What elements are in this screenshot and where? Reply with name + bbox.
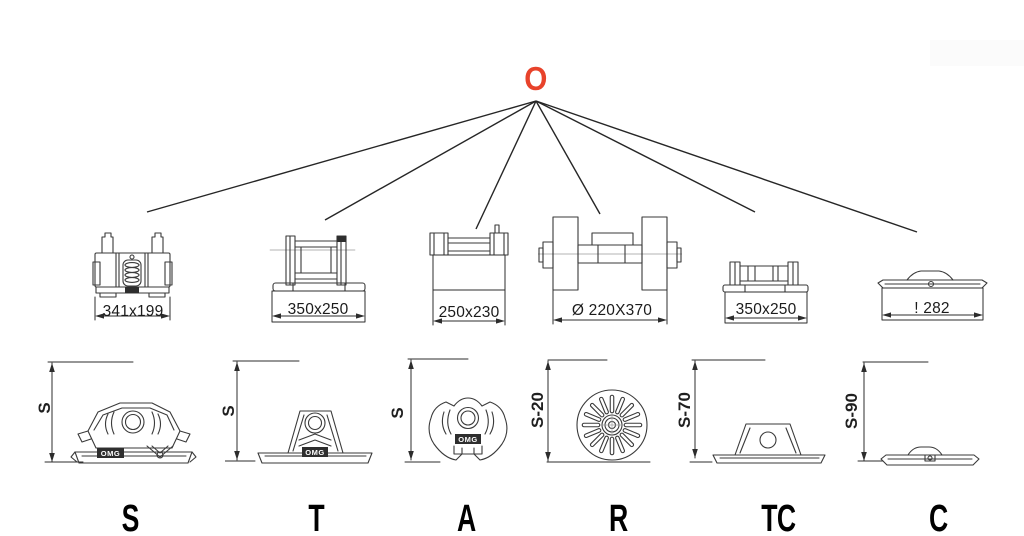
connector-line — [324, 100, 537, 221]
bolt-hole — [304, 412, 326, 434]
wheel — [576, 389, 648, 461]
height-dimension — [44, 361, 134, 463]
wheel-spokes — [584, 394, 640, 453]
pad-body — [712, 423, 826, 464]
base-plate — [722, 284, 809, 293]
dimension-label-c: ! 282 — [914, 300, 950, 317]
height-label-s: S — [35, 402, 54, 414]
dimension-label-r: Ø 220X370 — [571, 302, 653, 319]
height-dimension — [545, 359, 651, 463]
connector-line — [535, 100, 756, 213]
root-node-label: O — [524, 60, 548, 97]
connector-line — [535, 100, 918, 233]
height-label-tc: S-70 — [675, 392, 694, 428]
dimension-lines — [94, 296, 171, 321]
product-top-view-r — [538, 216, 682, 325]
shell-body: OMG — [428, 397, 508, 461]
product-side-view-t: OMG — [225, 360, 373, 464]
roller-assembly — [269, 235, 356, 286]
product-code-s: S — [121, 498, 139, 536]
product-code-a: A — [456, 498, 476, 536]
dimension-label-a: 250x230 — [438, 304, 500, 321]
product-side-view-r — [545, 359, 651, 463]
watermark — [930, 40, 1024, 66]
omg-logo-text: OMG — [101, 449, 120, 458]
dimension-lines — [432, 254, 506, 326]
height-dimension — [404, 358, 469, 463]
omg-logo-text: OMG — [458, 435, 477, 444]
product-top-view-c — [877, 270, 988, 321]
dimension-lines — [724, 291, 808, 324]
product-side-view-s: OMG — [44, 361, 197, 464]
height-dimension — [225, 360, 300, 462]
product-top-view-t — [269, 235, 366, 323]
height-label-a: S — [388, 407, 407, 419]
tower-body: OMG — [257, 410, 373, 464]
base-plate — [272, 282, 366, 292]
roller-assembly — [729, 261, 799, 286]
product-code-c: C — [928, 498, 948, 536]
bracket-body: OMG — [70, 402, 197, 464]
height-dimension — [689, 359, 766, 463]
wheels-and-axle — [538, 216, 682, 291]
height-label-r: S-20 — [528, 392, 547, 428]
product-code-t: T — [308, 498, 324, 536]
dimension-lines — [552, 289, 668, 325]
connector-line — [535, 100, 601, 215]
dimension-label-s: 341x199 — [102, 303, 164, 320]
logo-badge — [97, 448, 124, 458]
bolt-hole — [759, 431, 777, 449]
dimension-lines — [881, 287, 984, 321]
bolt-hole — [121, 410, 145, 434]
logo-badge — [302, 447, 328, 457]
product-side-view-c — [857, 361, 980, 466]
height-dimension — [857, 361, 929, 462]
end-posts — [429, 224, 509, 256]
connector-line — [475, 100, 537, 230]
logo-badge — [455, 434, 481, 444]
flat-bracket — [877, 270, 988, 289]
height-label-t: S — [219, 405, 238, 417]
dimension-label-t: 350x250 — [287, 301, 349, 318]
product-code-tc: TC — [760, 498, 796, 536]
product-side-view-tc — [689, 359, 826, 464]
low-profile-body — [880, 446, 980, 466]
connector-line — [146, 100, 537, 213]
bolt-hole — [456, 406, 480, 430]
dimension-label-tc: 350x250 — [735, 301, 797, 318]
product-code-r: R — [608, 498, 628, 536]
height-label-c: S-90 — [842, 393, 861, 429]
product-top-view-tc — [722, 261, 809, 324]
product-top-view-s — [92, 232, 173, 321]
dimension-lines — [271, 290, 366, 323]
clamp-body — [92, 232, 173, 298]
omg-logo-text: OMG — [305, 448, 324, 457]
product-top-view-a — [429, 224, 509, 326]
product-side-view-a: OMG — [404, 358, 508, 463]
